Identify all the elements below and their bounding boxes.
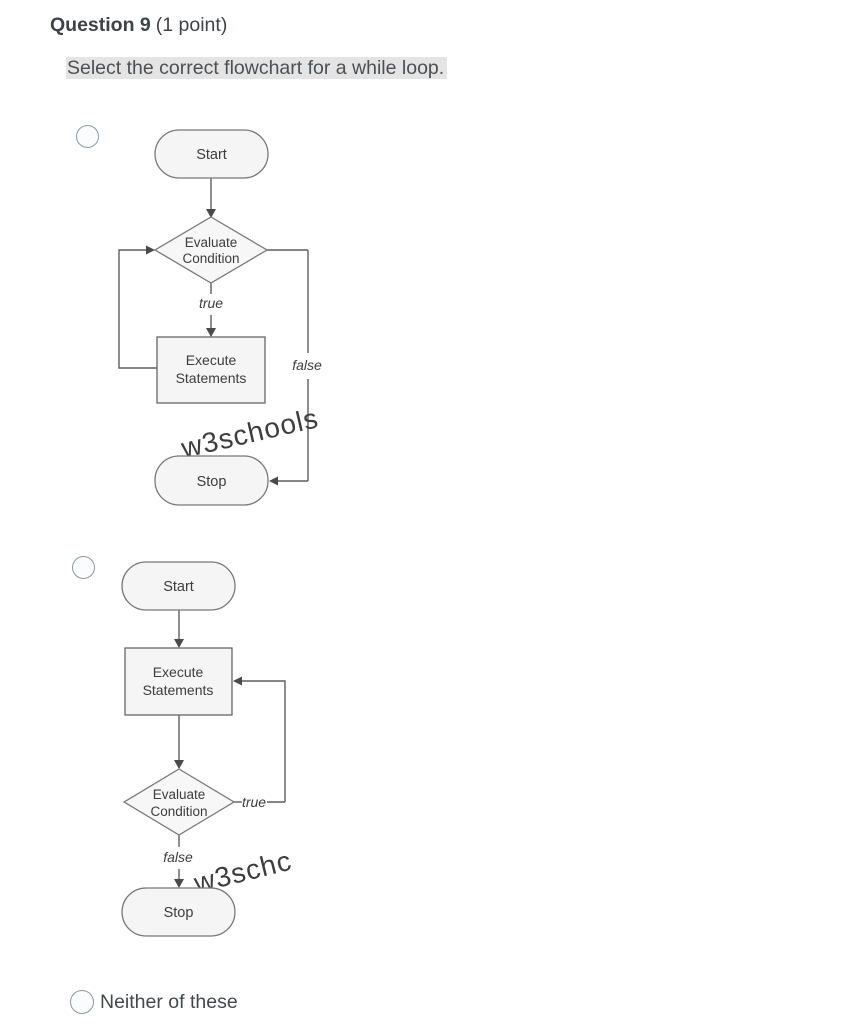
radio-option-3[interactable] bbox=[70, 990, 94, 1014]
true-branch-label: true bbox=[199, 295, 223, 311]
flowchart1-labels: Start Evaluate Condition true Execute St… bbox=[176, 147, 322, 490]
flowchart1-edges bbox=[118, 178, 309, 482]
question-prompt: Select the correct flowchart for a while… bbox=[66, 57, 448, 79]
stop-label: Stop bbox=[197, 474, 227, 490]
start-terminator bbox=[154, 129, 269, 179]
decision-label-line2: Condition bbox=[182, 251, 239, 266]
stop-terminator bbox=[121, 887, 236, 937]
flowchart1-arrowheads bbox=[146, 209, 278, 486]
start-terminator bbox=[121, 561, 236, 611]
flowchart2-nodes bbox=[121, 561, 236, 937]
question-header: Question 9(1 point) bbox=[50, 14, 227, 37]
question-points: (1 point) bbox=[155, 14, 228, 36]
flowchart-option-2[interactable]: w3schc Start Execute Statements Evaluate… bbox=[115, 552, 315, 948]
stop-label: Stop bbox=[164, 905, 194, 921]
flowchart2-labels: Start Execute Statements Evaluate Condit… bbox=[143, 579, 267, 921]
decision-label-line2: Condition bbox=[150, 804, 207, 819]
process-label-line1: Execute bbox=[186, 352, 237, 368]
process-rect bbox=[124, 647, 233, 716]
decision-label-line1: Evaluate bbox=[185, 235, 238, 250]
process-label-line2: Statements bbox=[143, 682, 214, 698]
radio-option-1[interactable] bbox=[76, 125, 99, 148]
question-prompt-row: Select the correct flowchart for a while… bbox=[66, 55, 448, 82]
radio-option-2[interactable] bbox=[72, 556, 95, 579]
question-number: Question 9 bbox=[50, 14, 151, 36]
flowchart1-nodes bbox=[153, 129, 269, 506]
process-label-line1: Execute bbox=[153, 664, 204, 680]
watermark-text: w3schools bbox=[177, 402, 321, 464]
start-label: Start bbox=[163, 579, 194, 595]
neither-option-label[interactable]: Neither of these bbox=[100, 991, 238, 1013]
flowchart2-arrowheads bbox=[174, 639, 242, 888]
process-label-line2: Statements bbox=[176, 370, 247, 386]
false-branch-label: false bbox=[163, 849, 193, 865]
stop-terminator bbox=[154, 455, 269, 506]
flowchart-option-1[interactable]: w3schools Start Evaluate Condition true … bbox=[110, 108, 340, 520]
decision-diamond bbox=[153, 216, 269, 284]
decision-label-line1: Evaluate bbox=[153, 787, 206, 802]
true-branch-label: true bbox=[242, 794, 266, 810]
flowchart2-edges bbox=[178, 610, 286, 880]
start-label: Start bbox=[196, 147, 227, 163]
decision-diamond bbox=[122, 768, 236, 836]
process-rect bbox=[156, 336, 266, 404]
false-branch-label: false bbox=[292, 357, 322, 373]
